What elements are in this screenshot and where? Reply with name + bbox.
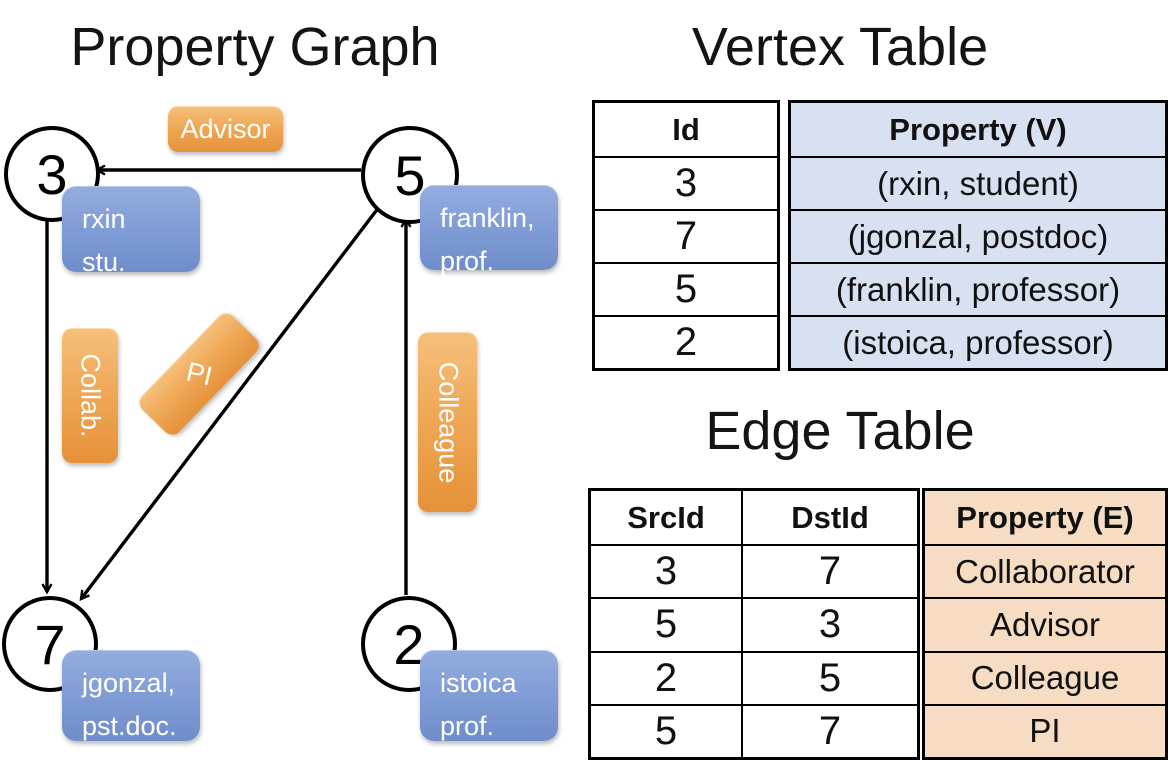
node-label-line: prof. (440, 246, 495, 276)
node-label-line: istoica (440, 668, 517, 698)
node-label-line: stu. (82, 247, 126, 277)
edge-5-to-7 (81, 205, 381, 599)
node-label-line: prof. (440, 711, 495, 741)
edge-property-cell: PI (925, 703, 1165, 757)
node-id: 2 (393, 612, 425, 676)
vertex-table-id-column: Id 3 7 5 2 (592, 100, 780, 371)
node-label-jgonzal: jgonzal, pst.doc. (62, 650, 200, 741)
node-id: 7 (34, 612, 66, 676)
vertex-property-cell: (rxin, student) (791, 156, 1165, 209)
node-label-franklin: franklin, prof. (420, 185, 558, 276)
vertex-table-property-column: Property (V) (rxin, student) (jgonzal, p… (788, 100, 1168, 371)
vertex-id-cell: 7 (595, 209, 777, 262)
vertex-property-cell: (jgonzal, postdoc) (791, 209, 1165, 262)
node-label-rxin: rxin stu. (62, 186, 200, 277)
edge-property-cell: Advisor (925, 597, 1165, 651)
node-label-line: franklin, (440, 203, 535, 233)
edge-srcid-cell: 5 (591, 597, 743, 651)
node-label-line: jgonzal, (82, 668, 176, 698)
edge-dstid-cell: 5 (743, 650, 917, 704)
edge-property-cell: Collaborator (925, 544, 1165, 598)
edge-label-text: Colleague (433, 361, 463, 483)
vertex-table-header-property: Property (V) (791, 103, 1165, 156)
edge-dstid-cell: 3 (743, 597, 917, 650)
edge-table-id-columns: SrcId DstId 3 7 5 3 2 5 5 7 (588, 488, 920, 760)
edge-dstid-cell: 7 (743, 544, 917, 597)
edge-label-colleague: Colleague (418, 332, 477, 512)
edge-label-text: PI (183, 356, 215, 392)
edge-table-header-srcid: SrcId (591, 491, 743, 545)
edge-label-advisor: Advisor (168, 106, 283, 152)
edge-dstid-cell: 7 (743, 703, 917, 757)
node-label-line: rxin (82, 204, 126, 234)
vertex-table-title: Vertex Table (691, 17, 989, 77)
property-graph-title: Property Graph (70, 17, 440, 77)
edge-label-text: Advisor (180, 113, 271, 144)
edge-table-property-column: Property (E) Collaborator Advisor Collea… (922, 488, 1168, 760)
graph-edges-svg (0, 0, 570, 760)
edge-property-cell: Colleague (925, 650, 1165, 704)
vertex-id-cell: 5 (595, 262, 777, 315)
edge-srcid-cell: 5 (591, 703, 743, 757)
edge-srcid-cell: 2 (591, 650, 743, 704)
vertex-id-cell: 3 (595, 156, 777, 209)
vertex-property-cell: (istoica, professor) (791, 315, 1165, 368)
edge-table-header-property: Property (E) (925, 491, 1165, 545)
edge-label-collab: Collab. (62, 328, 118, 463)
edge-label-text: Collab. (75, 353, 106, 438)
node-label-istoica: istoica prof. (420, 650, 558, 741)
vertex-table-header-id: Id (672, 111, 700, 147)
vertex-id-cell: 2 (595, 315, 777, 368)
vertex-property-cell: (franklin, professor) (791, 262, 1165, 315)
edge-table-title: Edge Table (705, 401, 975, 461)
edge-srcid-cell: 3 (591, 544, 743, 598)
node-label-line: pst.doc. (82, 711, 177, 741)
edge-table-header-dstid: DstId (791, 499, 869, 535)
node-circle-2: 2 (361, 596, 457, 692)
